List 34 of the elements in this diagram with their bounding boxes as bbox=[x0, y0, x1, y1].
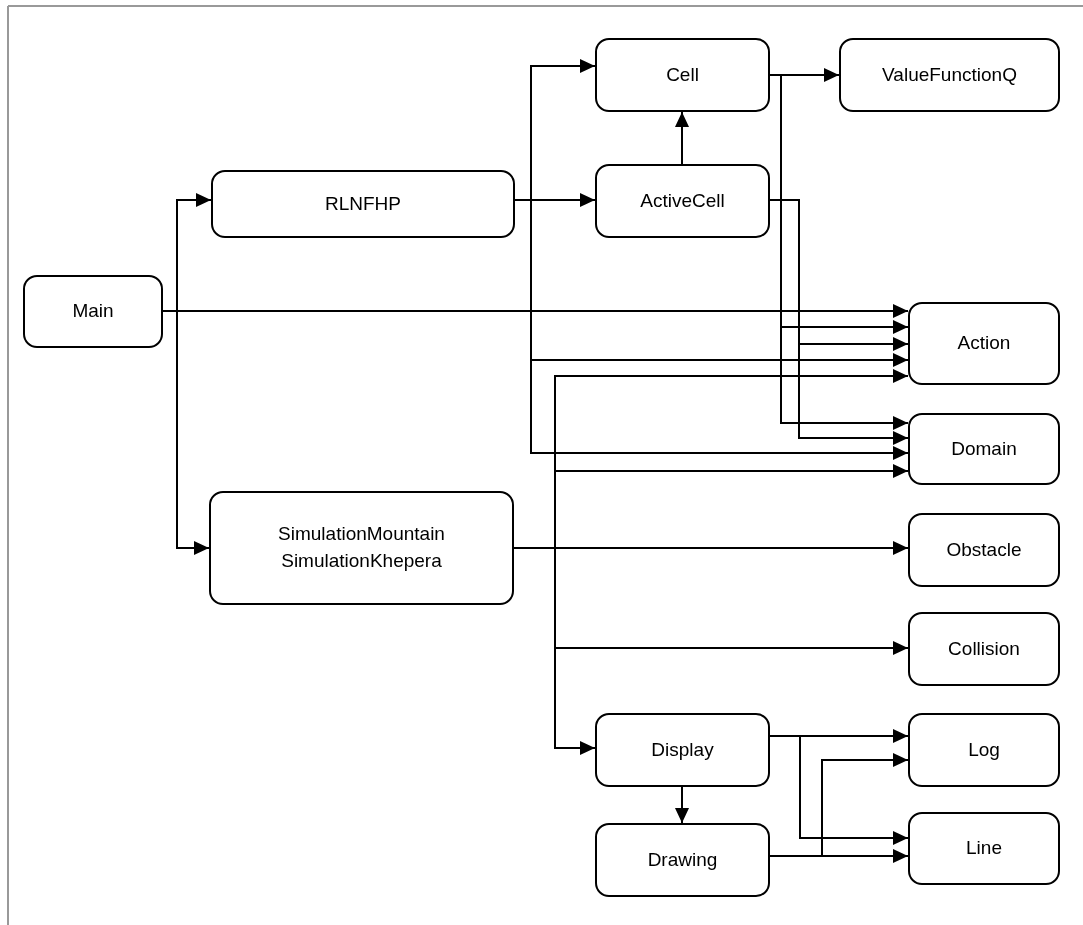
class-box bbox=[839, 38, 1060, 112]
class-box bbox=[595, 713, 770, 787]
class-name: Log bbox=[968, 737, 1000, 762]
class-box bbox=[908, 713, 1060, 787]
class-name: Line bbox=[966, 836, 1002, 861]
class-box bbox=[595, 38, 770, 112]
class-name: ActiveCell bbox=[640, 188, 725, 213]
class-box bbox=[595, 164, 770, 238]
class-name: ValueFunctionQ bbox=[882, 62, 1017, 87]
arrow bbox=[769, 735, 909, 845]
arrow bbox=[675, 111, 689, 165]
class-box bbox=[23, 275, 163, 348]
class-box bbox=[908, 302, 1060, 385]
class-box bbox=[595, 823, 770, 897]
class-name: SimulationMountain bbox=[278, 522, 445, 547]
class-box bbox=[211, 170, 515, 238]
class-box bbox=[908, 812, 1060, 885]
arrow bbox=[769, 849, 909, 863]
class-name: Action bbox=[957, 331, 1011, 356]
class-box bbox=[908, 612, 1060, 686]
class-name: Main bbox=[72, 299, 114, 324]
class-box bbox=[908, 513, 1060, 587]
class-name: Cell bbox=[666, 62, 699, 87]
class-name: SimulationKhepera bbox=[281, 549, 442, 573]
arrow bbox=[769, 199, 909, 445]
class-name: Drawing bbox=[647, 847, 718, 872]
class-name: RLNFHP bbox=[325, 191, 401, 216]
class-box bbox=[209, 491, 514, 605]
arrow bbox=[675, 786, 689, 824]
class-name: Display bbox=[651, 737, 714, 762]
class-box bbox=[908, 413, 1060, 485]
class-name: Domain bbox=[951, 436, 1017, 461]
class-name: Collision bbox=[948, 636, 1020, 661]
class-name: Obstacle bbox=[946, 537, 1022, 562]
